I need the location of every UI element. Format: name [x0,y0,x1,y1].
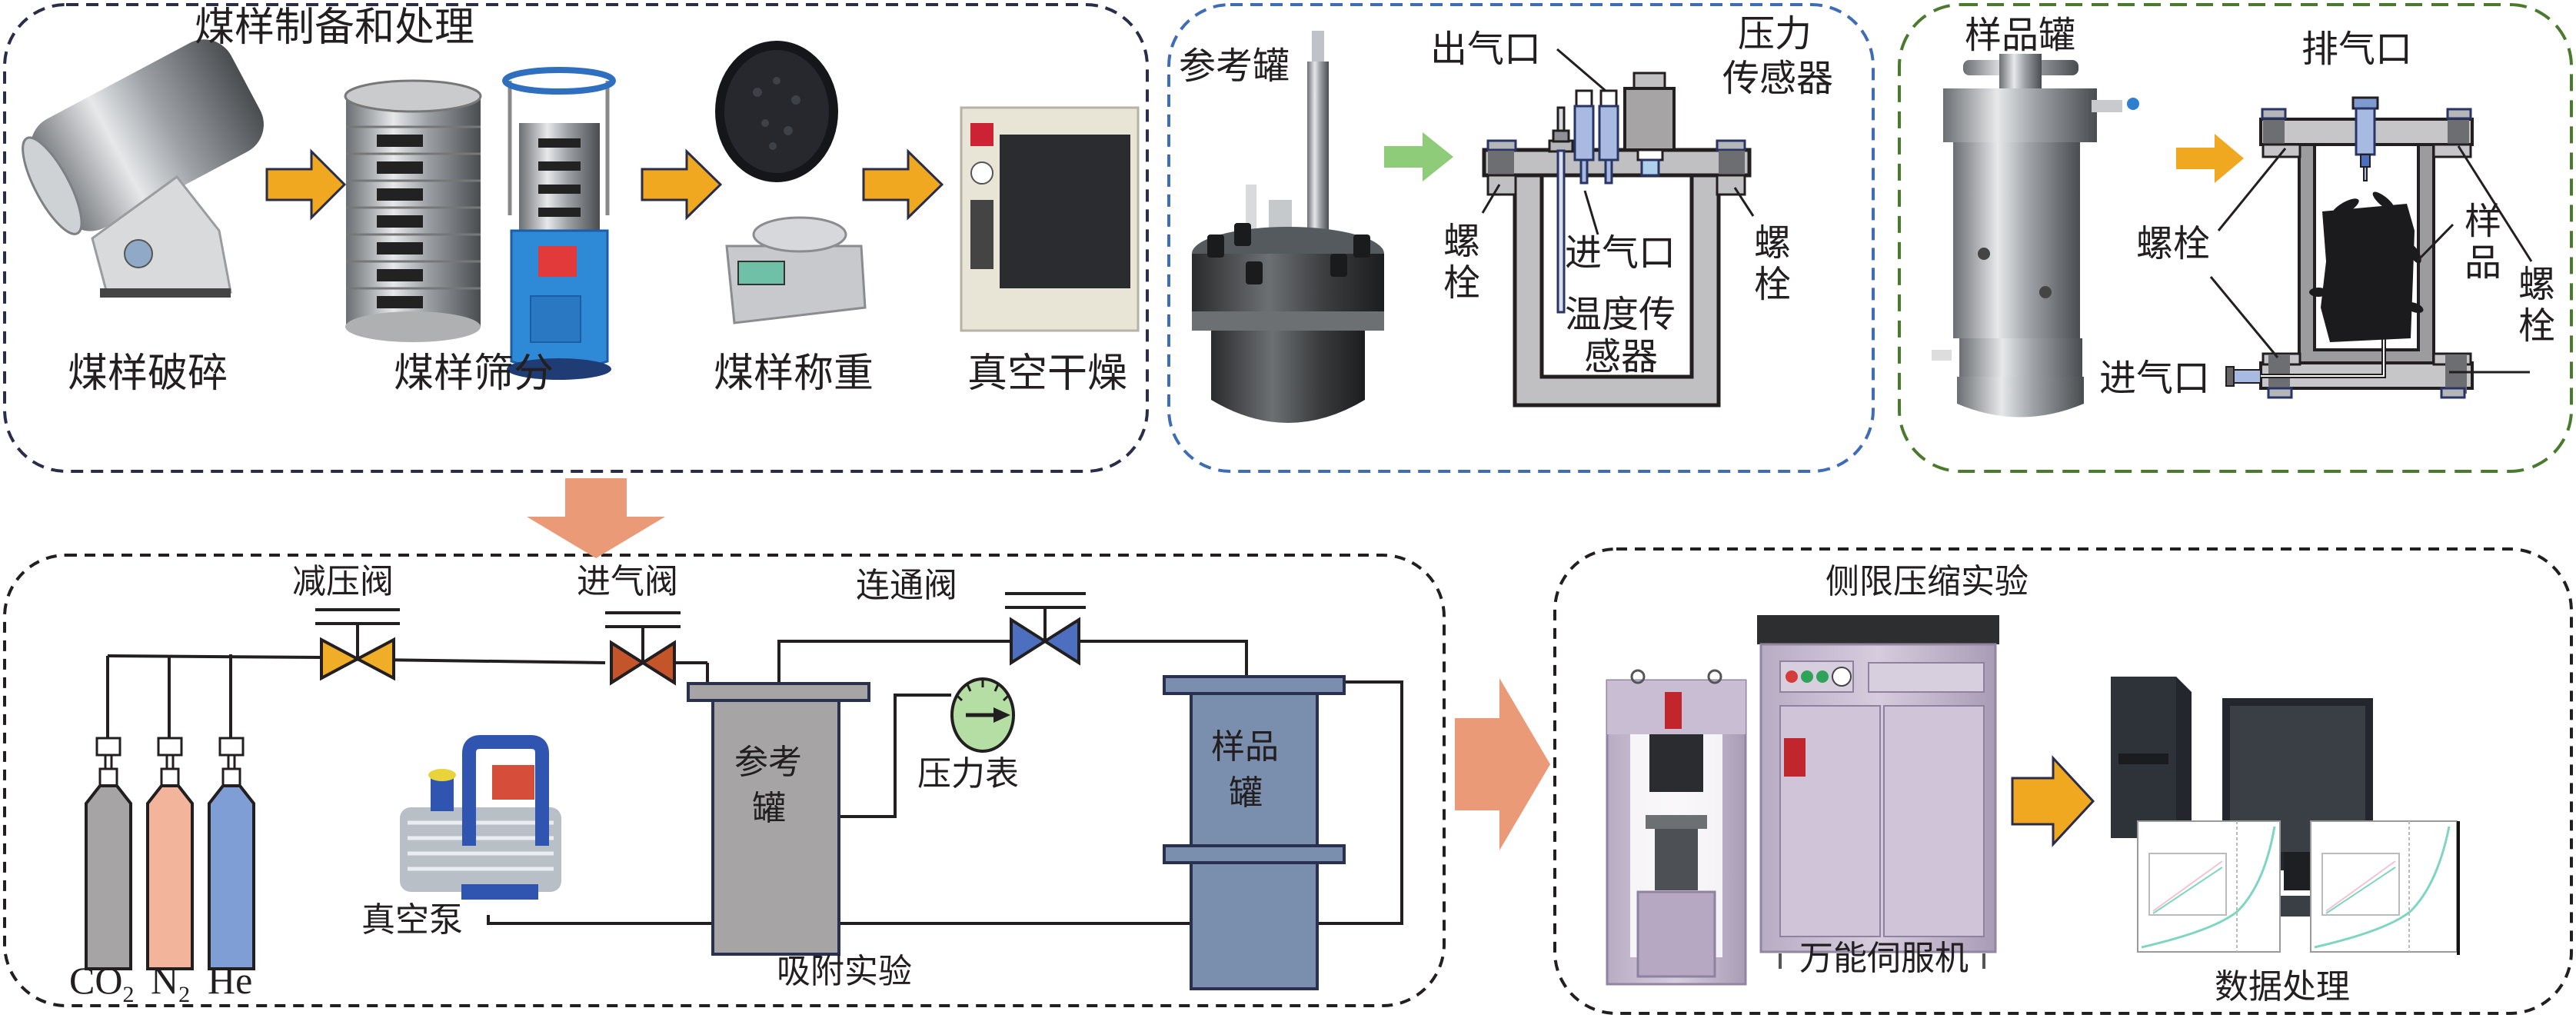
exhaust-label: 排气口 [2301,28,2413,71]
sample-bolt-label-right: 螺栓 [2511,264,2554,348]
sample-tank-photo-label: 样品罐 [1965,14,2076,57]
servo-machine-label: 万能伺服机 [1799,939,1969,978]
reducing-valve-label: 减压阀 [292,562,394,601]
gas-label-n2: N2 [151,961,190,1006]
arrow-machine-to-computer [2011,755,2095,847]
gas-cylinder-co2 [85,737,132,970]
connecting-valve-label: 连通阀 [856,566,957,605]
data-processing-label: 数据处理 [2215,967,2350,1006]
pressure-gauge-label: 压力表 [917,754,1019,793]
sample-bolt-label-left: 螺栓 [2136,222,2211,265]
compression-panel-title: 侧限压缩实验 [1825,562,2029,601]
step-label-sieving: 煤样筛分 [394,351,554,397]
inlet-valve-symbol[interactable] [605,611,681,686]
reference-tank-photo-label: 参考罐 [1179,45,1290,88]
gas-he-main: He [208,959,253,1002]
arrow-ref-photo-to-diagram [1384,132,1453,181]
arrow-grind-to-sieve [265,148,347,221]
sample-tank-label-line1: 样品 [1211,727,1279,767]
inlet-label: 进气口 [1565,231,1676,274]
pressure-gauge-symbol[interactable] [950,677,1015,753]
step-label-vacuum-drying: 真空干燥 [967,351,1128,397]
gas-cylinder-n2 [146,737,194,970]
reference-tank-label-line2: 罐 [752,789,786,828]
sample-label: 样品 [2458,201,2501,284]
outlet-label: 出气口 [1430,28,1542,71]
arrow-sample-photo-to-diagram [2176,134,2244,183]
gas-label-he: He [208,961,252,1000]
arrow-weigh-to-dry [862,148,944,221]
arrow-sieve-to-weigh [641,148,723,221]
gas-n2-main: N [151,959,179,1002]
universal-servo-machine-photo [1606,615,1999,986]
temperature-sensor-label-line2: 感器 [1584,335,1659,378]
sieve-stack-photo [344,67,616,380]
big-right-arrow [1455,678,1550,850]
sample-tank-symbol [1163,675,1346,990]
panel-sample-tank [1898,3,2573,473]
coal-dish-photo [715,41,838,182]
pressure-sensor-label-line2: 传感器 [1722,57,1834,100]
step-label-crushing: 煤样破碎 [68,351,228,397]
gas-n2-sub: 2 [178,982,191,1007]
bolt-label-right: 螺栓 [1747,223,1790,306]
panel-sample-preparation [3,3,1149,473]
sample-tank-section [2209,96,2533,399]
vacuum-pump-label: 真空泵 [361,900,463,940]
gas-cylinder-he [208,737,255,970]
panel-confined-compression [1553,547,2573,1015]
panel-reference-tank [1167,3,1875,473]
gas-co2-main: CO [69,959,123,1002]
reference-tank-label-line1: 参考 [734,743,802,782]
sample-tank-label-line2: 罐 [1229,773,1263,813]
big-down-arrow [527,478,665,558]
reference-tank-photo [1192,31,1384,423]
step-label-weighing: 煤样称重 [714,351,874,397]
connecting-valve-symbol[interactable] [1005,592,1086,666]
data-plot-thumbnail-2 [2310,820,2460,955]
temperature-sensor-label-line1: 温度传 [1565,293,1676,336]
reducing-valve-symbol[interactable] [315,608,400,681]
gas-co2-sub: 2 [122,982,135,1007]
sample-tank-photo [1932,54,2139,418]
adsorption-schematic [106,640,1403,925]
reference-tank-symbol [687,682,870,956]
data-plot-thumbnail-1 [2137,820,2281,953]
pressure-sensor-label-line1: 压力 [1738,12,1812,55]
balance-photo [725,216,867,324]
prep-panel-title: 煤样制备和处理 [195,5,475,51]
vacuum-oven-photo [960,106,1140,332]
panel-adsorption-experiment [3,554,1446,1007]
inlet-valve-label: 进气阀 [577,562,678,601]
vacuum-pump-photo [400,735,561,900]
adsorption-panel-title: 吸附实验 [777,952,912,991]
gas-label-co2: CO2 [69,961,134,1006]
reference-tank-section [1481,48,1755,408]
grinder-photo [22,39,264,298]
sample-inlet-label: 进气口 [2099,357,2211,400]
bolt-label-left: 螺栓 [1436,221,1479,304]
